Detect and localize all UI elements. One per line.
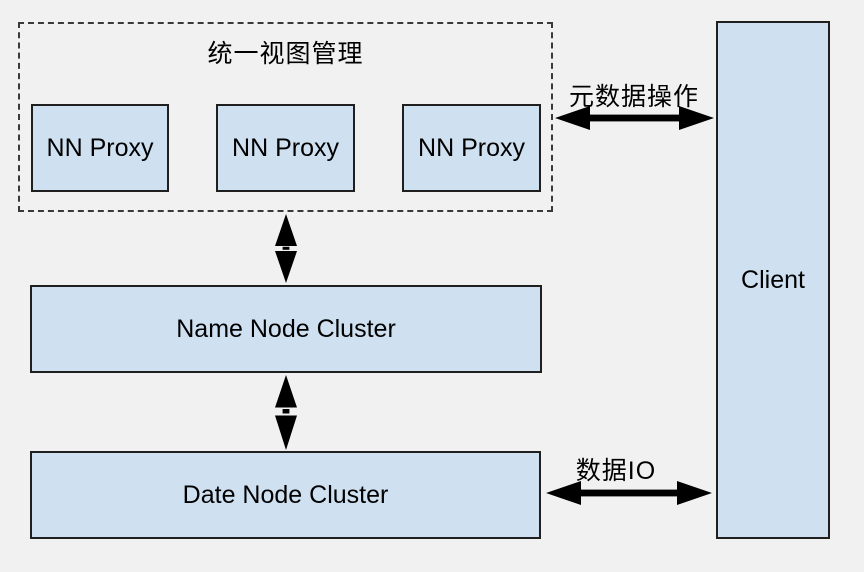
client-label: Client	[741, 265, 805, 294]
nn-proxy-label: NN Proxy	[46, 133, 154, 162]
client-box: Client	[716, 21, 830, 539]
name-node-cluster-label: Name Node Cluster	[176, 314, 396, 343]
unified-view-group: 统一视图管理	[18, 22, 553, 212]
nn-proxy-box-3: NN Proxy	[402, 104, 541, 192]
unified-view-group-title: 统一视图管理	[207, 40, 364, 68]
nn-proxy-box-1: NN Proxy	[31, 104, 169, 192]
data-io-label: 数据IO	[575, 457, 657, 485]
arrow-namenode-to-datenode	[275, 375, 297, 450]
nn-proxy-label: NN Proxy	[418, 133, 525, 162]
nn-proxy-label: NN Proxy	[232, 133, 339, 162]
arrow-group-to-namenode	[275, 214, 297, 283]
metadata-ops-label: 元数据操作	[568, 83, 700, 111]
name-node-cluster-box: Name Node Cluster	[30, 285, 542, 373]
date-node-cluster-label: Date Node Cluster	[182, 480, 389, 509]
nn-proxy-box-2: NN Proxy	[216, 104, 355, 192]
date-node-cluster-box: Date Node Cluster	[30, 451, 541, 539]
